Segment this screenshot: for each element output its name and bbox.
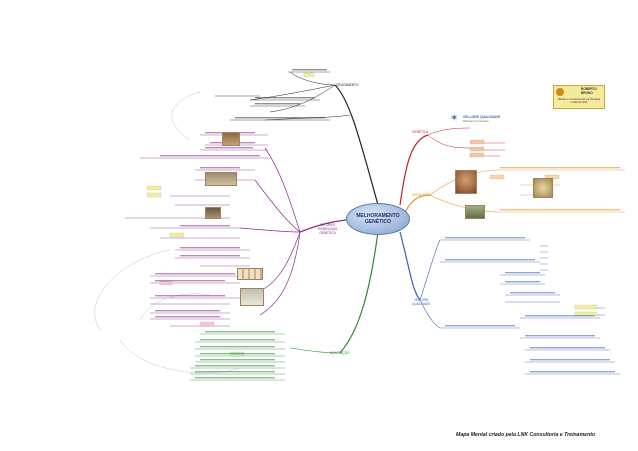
branch-orange: [404, 169, 625, 213]
star-icon: ✶: [450, 113, 459, 124]
cattle-photo-8: [465, 205, 485, 219]
small-node-text-orange: [500, 167, 620, 211]
cattle-photo-6: [455, 170, 477, 194]
cattle-photo-5: [240, 288, 264, 306]
relationship-arcs: [94, 91, 241, 374]
branch-label-left[interactable]: FATORES ESSENCIAIS GENÉTICA: [318, 223, 338, 235]
branch-label-right-top[interactable]: GENÉTICA: [412, 130, 429, 134]
branch-green: [190, 231, 379, 381]
central-topic-line1: MELHORAMENTO: [356, 213, 400, 219]
small-node-text-green: [195, 331, 275, 379]
cattle-photo-4: [237, 268, 263, 280]
branch-blue: [399, 231, 620, 375]
cattle-photo-3: [205, 207, 221, 219]
badge-caption: Método e conhecimento na Pecuária modern…: [557, 98, 601, 104]
footer-credit: Mapa Mental criado pela LNK Consultoria …: [456, 432, 596, 438]
vellore-logo-name: VELLORE QUALIDADE: [463, 115, 501, 119]
small-node-text-blue: [445, 237, 615, 373]
cattle-photo-7: [533, 178, 553, 198]
author-logo-icon: [556, 88, 564, 96]
small-node-text-black: [235, 69, 327, 119]
branch-label-top[interactable]: CRUZAMENTO: [336, 83, 359, 87]
highlight-boxes: [146, 72, 598, 357]
vellore-logo-sub: Melhoramento Genético: [463, 120, 489, 123]
central-topic-line2: GENÉTICO: [364, 219, 392, 225]
branch-label-right-small[interactable]: PRODUÇÃO: [412, 193, 431, 197]
branch-purple: [125, 134, 347, 327]
branch-label-bottom[interactable]: ADAPTAÇÃO: [330, 351, 350, 355]
branch-label-right-bottom[interactable]: VELLORE QUALIDADE: [412, 298, 431, 306]
vellore-logo: ✶ VELLORE QUALIDADE Melhoramento Genétic…: [450, 113, 502, 133]
cattle-photo-2: [205, 172, 237, 186]
central-topic[interactable]: MELHORAMENTO GENÉTICO: [346, 203, 410, 235]
cattle-photo-1: [222, 132, 240, 146]
